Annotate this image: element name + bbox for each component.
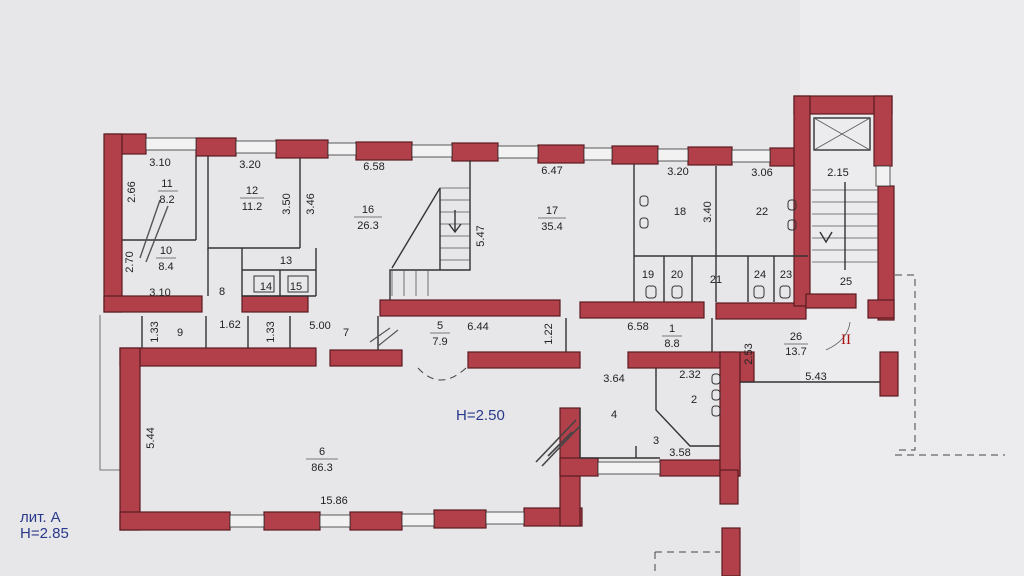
dim-3.06: 3.06 <box>751 167 772 179</box>
partitions <box>122 156 880 459</box>
room-24-number: 24 <box>754 269 766 281</box>
dim-3.40: 3.40 <box>702 201 714 222</box>
room-4-number: 4 <box>611 409 617 421</box>
room-10-number: 10 <box>160 245 172 257</box>
dim-1.22: 1.22 <box>543 323 555 344</box>
room-8-number: 8 <box>219 286 225 298</box>
dim-15.86: 15.86 <box>320 495 348 507</box>
dim-3.50: 3.50 <box>281 193 293 214</box>
room-13-number: 13 <box>280 255 292 267</box>
windows <box>145 137 891 528</box>
room-18-number: 18 <box>674 206 686 218</box>
dim-3.10-top: 3.10 <box>149 157 170 169</box>
dashed-outlines <box>99 274 1005 576</box>
dim-3.46: 3.46 <box>305 193 317 214</box>
dim-5.47: 5.47 <box>475 225 487 246</box>
dim-3.58: 3.58 <box>669 447 690 459</box>
room-6-area: 86.3 <box>311 462 332 474</box>
staircase-16 <box>391 187 470 296</box>
roman-numeral: II <box>841 332 851 348</box>
room-6-number: 6 <box>319 446 325 458</box>
dim-1.33-b: 1.33 <box>265 321 277 342</box>
paper-fold <box>800 0 1024 576</box>
room-2-number: 2 <box>691 394 697 406</box>
dim-2.53: 2.53 <box>743 343 755 364</box>
room-14-number: 14 <box>260 281 272 293</box>
dim-6.47: 6.47 <box>541 165 562 177</box>
dim-2.32: 2.32 <box>679 369 700 381</box>
dim-6.58-top: 6.58 <box>363 161 384 173</box>
dim-5.44: 5.44 <box>145 427 157 448</box>
dim-6.44: 6.44 <box>467 321 488 333</box>
room-20-number: 20 <box>671 269 683 281</box>
floor-height-label: H=2.50 <box>456 407 505 424</box>
room-11-number: 11 <box>161 178 172 190</box>
litera-label: лит. А <box>20 509 61 526</box>
room-5-area: 7.9 <box>432 336 447 348</box>
sanitary-fixtures <box>253 195 797 417</box>
door-swings <box>417 321 851 381</box>
dim-3.20-a: 3.20 <box>239 159 260 171</box>
room-labels: 11 8.2 12 11.2 10 8.4 13 14 15 8 16 26.3… <box>156 178 852 474</box>
room-12-number: 12 <box>246 185 258 197</box>
room-10-area: 8.4 <box>158 261 173 273</box>
dim-1.33-a: 1.33 <box>149 321 161 342</box>
room-17-area: 35.4 <box>541 221 562 233</box>
room-15-number: 15 <box>290 281 302 293</box>
room-9-number: 9 <box>177 327 183 339</box>
room-26-number: 26 <box>790 331 802 343</box>
room-11-area: 8.2 <box>159 194 174 206</box>
dim-3.64: 3.64 <box>603 373 624 385</box>
room-5-number: 5 <box>437 320 443 332</box>
room-3-number: 3 <box>653 435 659 447</box>
dim-2.15: 2.15 <box>827 167 848 179</box>
room-26-area: 13.7 <box>785 346 806 358</box>
dim-5.00: 5.00 <box>309 320 330 332</box>
dim-5.43: 5.43 <box>805 371 826 383</box>
dim-6.58-corridor: 6.58 <box>627 321 648 333</box>
dim-3.10-bottom: 3.10 <box>149 287 170 299</box>
room-12-area: 11.2 <box>242 201 263 213</box>
room-19-number: 19 <box>642 269 654 281</box>
dim-2.66: 2.66 <box>126 181 138 202</box>
room-21-number: 21 <box>710 274 722 286</box>
room-7-number: 7 <box>343 327 349 339</box>
room-16-number: 16 <box>362 204 374 216</box>
room-17-number: 17 <box>546 205 558 217</box>
room-16-area: 26.3 <box>357 220 378 232</box>
dim-2.70: 2.70 <box>124 251 136 272</box>
room-1-area: 8.8 <box>664 338 679 350</box>
room-25-number: 25 <box>840 276 852 288</box>
room-23-number: 23 <box>780 269 792 281</box>
room-1-number: 1 <box>669 323 675 335</box>
pencil-marks <box>139 199 581 467</box>
litera-height-label: H=2.85 <box>20 525 69 542</box>
room-22-number: 22 <box>756 206 768 218</box>
dimension-labels: 3.10 3.20 6.58 6.47 3.20 3.06 2.15 2.66 … <box>124 157 849 507</box>
staircase-tower <box>812 117 878 270</box>
dim-1.62: 1.62 <box>219 319 240 331</box>
dim-3.20-b: 3.20 <box>667 166 688 178</box>
